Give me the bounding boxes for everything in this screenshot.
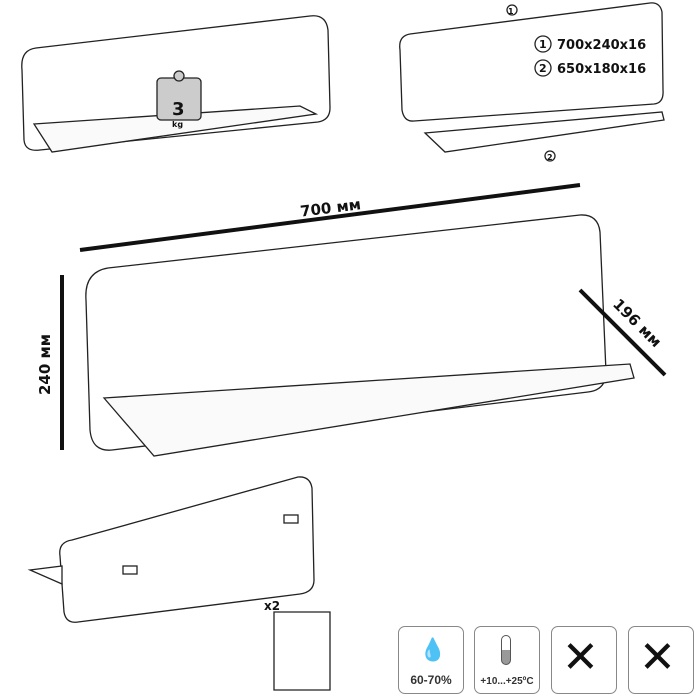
water-drops-icon: 💧	[419, 637, 447, 662]
weight-unit: kg	[172, 120, 183, 129]
height-label: 240 мм	[36, 334, 54, 395]
part-1-size: 700x240x16	[557, 38, 646, 53]
screw-quantity: x2	[264, 599, 280, 613]
svg-text:1: 1	[539, 38, 547, 51]
svg-text:1: 1	[508, 7, 514, 16]
no-climbing-icon: ✕	[639, 633, 676, 682]
weight-value: 3	[172, 99, 185, 120]
width-label: 700 мм	[299, 195, 362, 220]
thermometer-icon	[501, 635, 511, 665]
no-heavy-load-badge: ✕	[551, 626, 617, 694]
shelf-load-illustration	[21, 15, 331, 153]
depth-label: 196 мм	[609, 295, 665, 351]
mounting-illustration	[27, 476, 331, 691]
svg-text:2: 2	[539, 62, 547, 75]
parts-illustration	[399, 2, 665, 162]
no-climbing-badge: ✕	[628, 626, 694, 694]
humidity-badge: 💧 60-70%	[398, 626, 464, 694]
temperature-badge: +10...+25ºC	[474, 626, 540, 694]
no-weight-icon: ✕	[562, 633, 599, 682]
humidity-label: 60-70%	[410, 673, 452, 687]
part-2-size: 650x180x16	[557, 62, 646, 77]
dimension-arrows	[60, 183, 667, 450]
svg-text:2: 2	[547, 153, 553, 162]
main-shelf-illustration	[85, 214, 635, 457]
temperature-label: +10...+25ºC	[480, 676, 534, 687]
